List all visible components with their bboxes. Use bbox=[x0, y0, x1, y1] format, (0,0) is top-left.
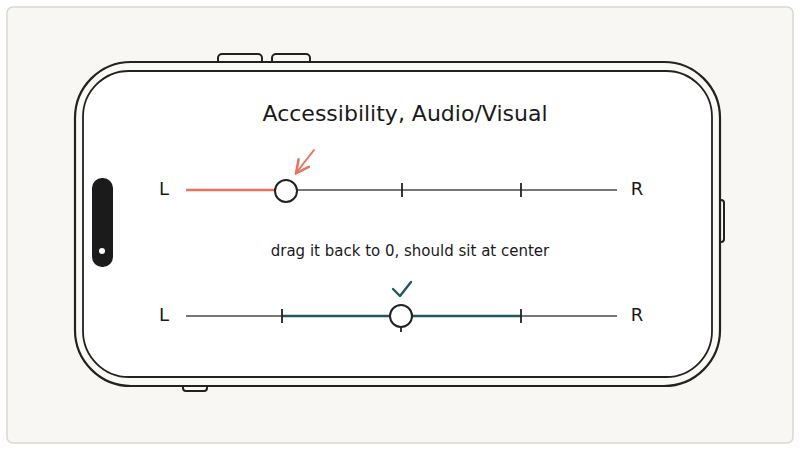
left-label: L bbox=[159, 304, 169, 326]
screen-title: Accessibility, Audio/Visual bbox=[263, 101, 548, 127]
check-mark bbox=[393, 282, 411, 296]
slider-tick bbox=[520, 183, 522, 197]
camera-island bbox=[92, 178, 113, 267]
right-label: R bbox=[631, 304, 644, 326]
slider-knob bbox=[390, 305, 412, 327]
slider-tick bbox=[520, 309, 522, 323]
slider-fill bbox=[186, 189, 275, 192]
camera-dot bbox=[99, 248, 105, 254]
slider-tick bbox=[401, 183, 403, 197]
slider-tick bbox=[281, 309, 283, 323]
frame bbox=[7, 7, 793, 443]
phone-screen bbox=[83, 71, 712, 377]
phone-body bbox=[75, 62, 720, 386]
left-label: L bbox=[159, 178, 169, 200]
pointer-arrow bbox=[297, 150, 314, 172]
note-text: drag it back to 0, should sit at center bbox=[271, 242, 550, 260]
slider-knob bbox=[275, 180, 297, 202]
right-label: R bbox=[631, 178, 644, 200]
